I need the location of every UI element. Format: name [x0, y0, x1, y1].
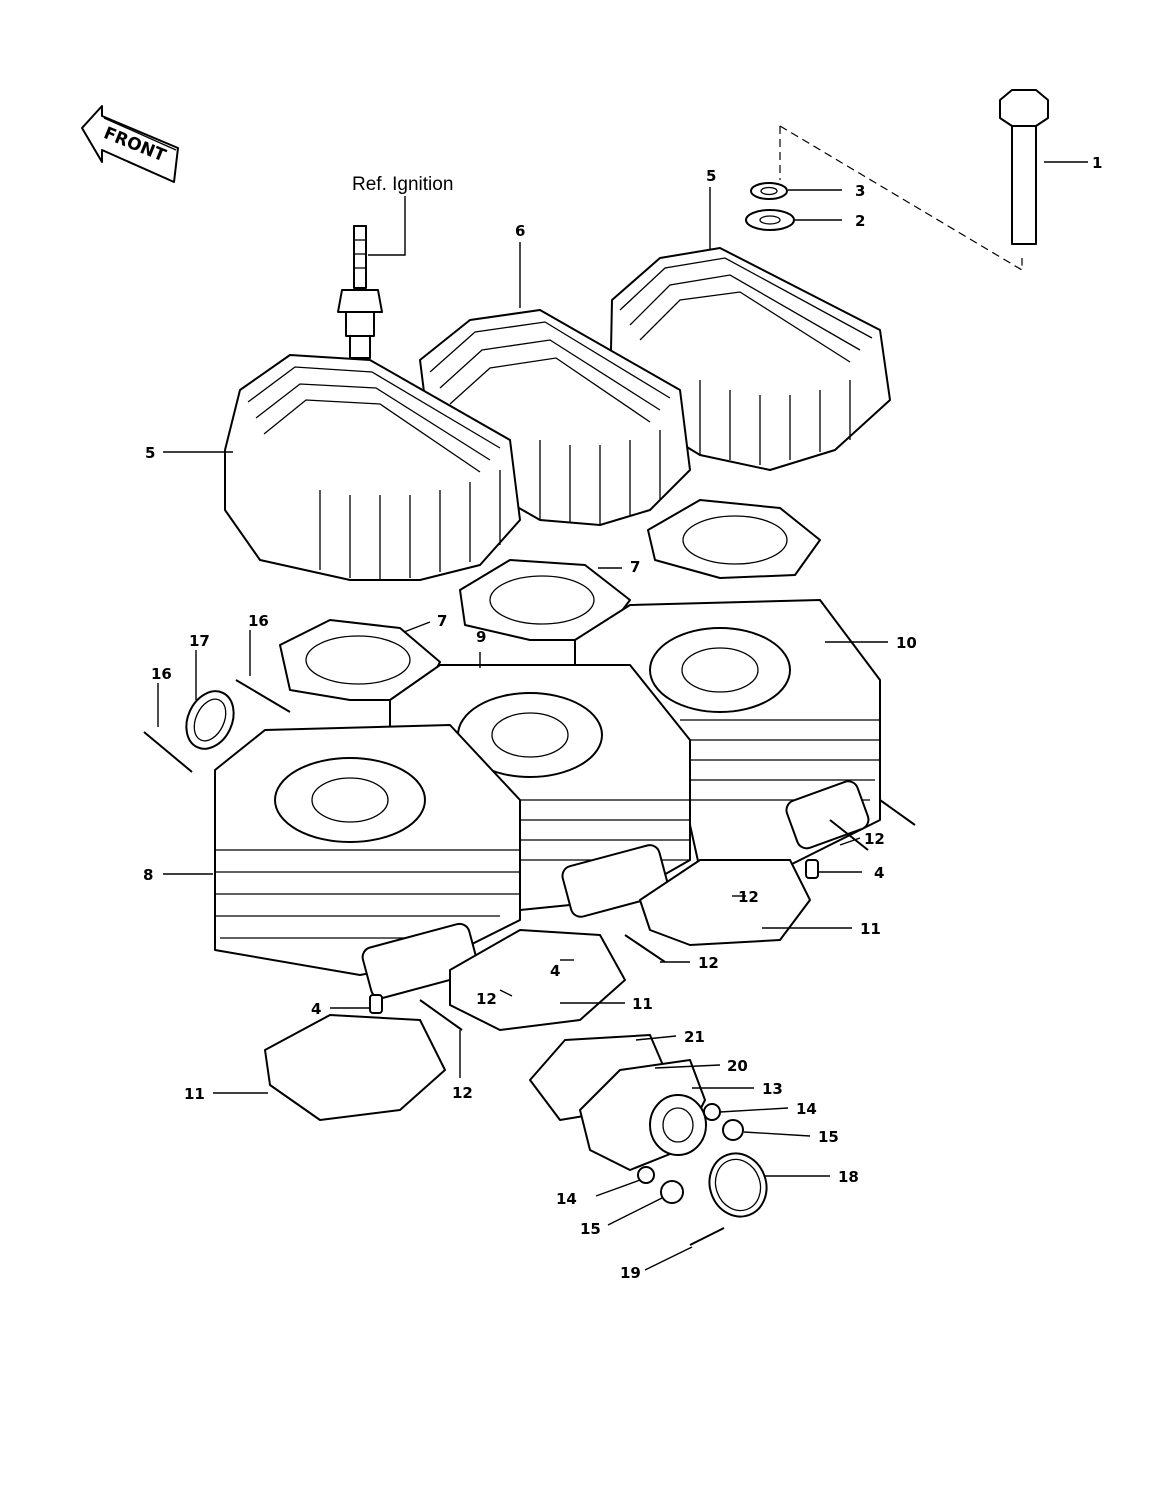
spark-plug	[337, 225, 383, 359]
screw-19	[689, 1227, 725, 1246]
callout-20: 20	[727, 1057, 748, 1075]
ref-ignition-label: Ref. Ignition	[352, 174, 453, 195]
callout-12: 12	[476, 990, 497, 1008]
callout-16: 16	[151, 665, 172, 683]
clamp-18	[708, 1152, 768, 1218]
callout-21: 21	[684, 1028, 705, 1046]
dowel-pin-4	[805, 859, 819, 879]
stud-12	[879, 799, 916, 826]
callout-10: 10	[896, 634, 917, 652]
callout-11: 11	[184, 1085, 205, 1103]
callout-11: 11	[860, 920, 881, 938]
callout-5: 5	[145, 444, 155, 462]
callout-labels: 1 2 3 4 4 4 5 5 6 7 7 8 9 10 11 11 11 12…	[143, 154, 1102, 1282]
o-ring-17	[185, 690, 235, 750]
exhaust-port-rear	[785, 780, 870, 850]
nut-15	[660, 1180, 684, 1204]
stud-12	[419, 999, 463, 1031]
callout-9: 9	[476, 628, 486, 646]
callout-12: 12	[698, 954, 719, 972]
dowel-pin-4	[369, 994, 383, 1014]
callout-7: 7	[437, 612, 447, 630]
cylinder-front	[214, 724, 521, 976]
bolt	[999, 89, 1049, 245]
leader-lines	[157, 161, 1088, 1271]
callout-4: 4	[874, 864, 884, 882]
base-gasket-rear	[639, 859, 811, 946]
callout-15: 15	[580, 1220, 601, 1238]
stud-12	[829, 819, 869, 851]
callout-14: 14	[796, 1100, 817, 1118]
head-gasket-rear	[647, 499, 821, 579]
ref-ignition-leader	[368, 196, 406, 256]
callout-4: 4	[311, 1000, 321, 1018]
callout-3: 3	[855, 182, 865, 200]
callout-13: 13	[762, 1080, 783, 1098]
callout-1: 1	[1092, 154, 1102, 172]
cylinder-head-front	[224, 354, 521, 581]
stud-16-right	[235, 679, 291, 713]
stud-16-left	[143, 731, 193, 773]
callout-6: 6	[515, 222, 525, 240]
callout-4: 4	[550, 962, 560, 980]
cylinder-center	[389, 664, 691, 911]
front-arrow-icon: FRONT	[81, 105, 179, 183]
callout-14: 14	[556, 1190, 577, 1208]
callout-12: 12	[738, 888, 759, 906]
washer-3	[750, 182, 788, 200]
callout-2: 2	[855, 212, 865, 230]
callout-5: 5	[706, 167, 716, 185]
callout-19: 19	[620, 1264, 641, 1282]
base-gasket-front	[264, 1014, 446, 1121]
washer-2	[745, 209, 795, 231]
nut-15	[722, 1119, 744, 1141]
callout-7: 7	[630, 558, 640, 576]
washer-14	[637, 1166, 655, 1184]
callout-16: 16	[248, 612, 269, 630]
bolt-dashed-line	[779, 125, 1023, 272]
stud-12	[624, 934, 666, 963]
callout-11: 11	[632, 995, 653, 1013]
callout-15: 15	[818, 1128, 839, 1146]
callout-8: 8	[143, 866, 153, 884]
washer-14	[703, 1103, 721, 1121]
callout-12: 12	[864, 830, 885, 848]
callout-12: 12	[452, 1084, 473, 1102]
callout-18: 18	[838, 1168, 859, 1186]
base-gasket-center	[449, 929, 626, 1031]
callout-17: 17	[189, 632, 210, 650]
